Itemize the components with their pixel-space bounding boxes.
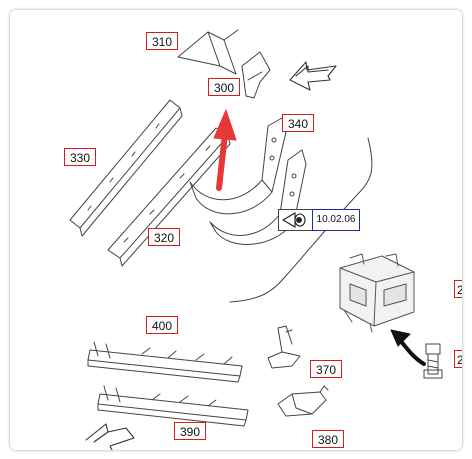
- part-370-bracket: [267, 325, 301, 369]
- view-reference-box[interactable]: 10.02.06: [278, 209, 360, 231]
- part-380-bracket: [277, 385, 329, 417]
- part-310-wedge: [177, 29, 239, 75]
- callout-310[interactable]: 310: [146, 32, 178, 50]
- section-outline-line: [229, 137, 373, 303]
- callout-380[interactable]: 380: [312, 430, 344, 448]
- eye-icon: [281, 212, 306, 228]
- callout-400[interactable]: 400: [146, 316, 178, 334]
- direction-arrow-to-abs: [390, 329, 426, 366]
- callout-330[interactable]: 330: [64, 148, 96, 166]
- highlight-arrow: [213, 109, 237, 191]
- abs-modulator-unit: [339, 253, 415, 333]
- callout-370[interactable]: 370: [310, 360, 342, 378]
- view-reference-label: 10.02.06: [312, 209, 360, 231]
- part-400-rail: [87, 341, 243, 383]
- part-330-strip: [69, 99, 183, 237]
- callout-partial-right-bottom[interactable]: 2: [454, 350, 462, 368]
- callout-300[interactable]: 300: [208, 78, 240, 96]
- view-direction-arrow-top: [289, 61, 337, 91]
- view-direction-arrow-bottom: [85, 423, 135, 450]
- bolt-part: [423, 343, 443, 379]
- part-340-brackets: [189, 117, 307, 245]
- callout-320[interactable]: 320: [148, 228, 180, 246]
- callout-partial-right-top[interactable]: 2: [454, 280, 462, 298]
- parts-diagram-panel: 310 300 340 330 320 400 370 390 380 2 2 …: [10, 10, 462, 450]
- parts-line-drawing: [69, 29, 443, 450]
- callout-390[interactable]: 390: [174, 422, 206, 440]
- callout-340[interactable]: 340: [282, 114, 314, 132]
- part-390-rail: [97, 385, 249, 427]
- part-300-clip: [241, 51, 271, 99]
